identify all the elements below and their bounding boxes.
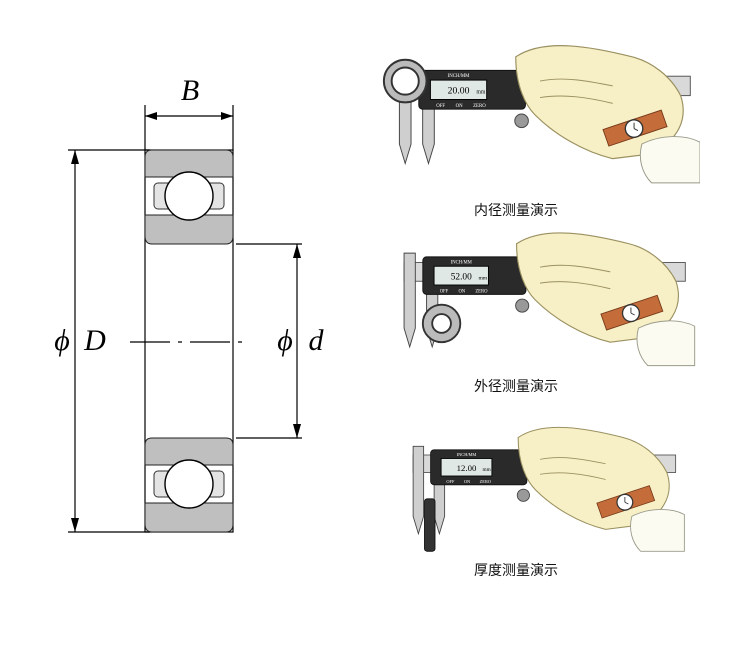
caliper-on-button: ON — [456, 104, 463, 109]
caliper-header: INCH/MM — [457, 452, 477, 457]
caliper-display-value: 52.00 — [451, 272, 472, 282]
caliper-on-button: ON — [464, 479, 471, 484]
caliper-zero-button: ZERO — [475, 290, 488, 295]
bearing-side-icon — [424, 498, 436, 552]
outer-diameter-demo-panel: 52.00 mm INCH/MM OFF ON ZERO — [380, 225, 700, 375]
thickness-caption: 厚度测量演示 — [474, 563, 558, 579]
inner-diameter-phi: ϕ — [277, 324, 293, 357]
caliper-display-unit: mm — [483, 467, 491, 473]
top-bearing-section — [144, 149, 234, 245]
caliper-hand-illustration: 12.00 mm INCH/MM OFF ON ZERO — [412, 426, 685, 552]
outer-diameter-caption: 外径测量演示 — [474, 379, 558, 395]
caliper-display-unit: mm — [478, 275, 487, 281]
width-label: B — [181, 74, 199, 107]
caliper-zero-button: ZERO — [473, 104, 486, 109]
caliper-hand-illustration: 52.00 mm INCH/MM OFF ON ZERO — [403, 232, 696, 367]
inner-diameter-label: d — [309, 324, 325, 357]
caliper-header: INCH/MM — [448, 74, 470, 79]
inner-diameter-dimension — [293, 244, 301, 438]
caliper-on-button: ON — [458, 290, 465, 295]
outer-diameter-phi: ϕ — [54, 324, 70, 357]
caliper-header: INCH/MM — [451, 260, 473, 265]
bottom-bearing-section — [144, 437, 234, 533]
bearing-ring-icon — [421, 303, 462, 344]
width-dimension — [145, 112, 233, 120]
caliper-zero-button: ZERO — [480, 479, 491, 484]
inner-diameter-caption: 内径测量演示 — [474, 203, 558, 219]
outer-diameter-label: D — [83, 324, 106, 357]
outer-diameter-dimension — [71, 150, 79, 532]
thickness-demo-panel: 12.00 mm INCH/MM OFF ON ZERO — [380, 420, 700, 560]
caliper-off-button: OFF — [436, 104, 445, 109]
bearing-cross-section-diagram: B ϕ D ϕ d — [54, 74, 325, 533]
bottom-ball — [164, 459, 214, 509]
caliper-off-button: OFF — [440, 290, 449, 295]
caliper-display-unit: mm — [476, 90, 486, 96]
caliper-hand-illustration: 20.00 mm INCH/MM OFF ON ZERO — [382, 44, 701, 184]
inner-diameter-demo-panel: 20.00 mm INCH/MM OFF ON ZERO — [380, 30, 701, 200]
caliper-display-value: 12.00 — [457, 463, 477, 473]
bearing-ring-icon — [382, 58, 428, 104]
caliper-display-value: 20.00 — [448, 86, 470, 97]
top-ball — [164, 171, 214, 221]
caliper-off-button: OFF — [446, 479, 455, 484]
